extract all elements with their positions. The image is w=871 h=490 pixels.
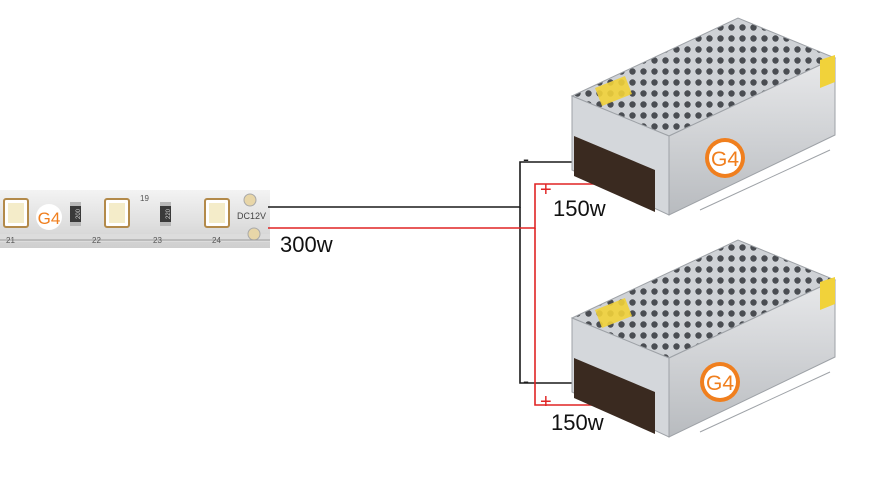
supply-logo: G4 [706,372,734,395]
resistor [160,202,171,226]
supply-1-minus: - [523,149,529,169]
positive-wire [268,183,645,229]
supply-1-power-label: 150w [553,196,606,221]
warning-label [820,277,835,310]
solder-pad [243,193,257,207]
strip-ruler [0,234,270,242]
strip-power-label: 300w [280,232,333,257]
ruler-mark: 24 [212,236,221,245]
led-chip [204,198,230,228]
ruler-mark: 23 [153,236,162,245]
supply-logo: G4 [711,148,739,171]
strip-mark: 19 [140,194,149,203]
warning-label [595,76,632,106]
ruler-mark: 22 [92,236,101,245]
ruler-mark: 21 [6,236,15,245]
warning-label [595,298,632,328]
supply-2-plus: + [540,391,552,413]
resistor-code: 220 [166,208,172,219]
resistor [70,202,81,226]
warning-label [820,55,835,88]
power-supply: G4 [570,17,837,394]
resistor-code: 200 [76,208,82,219]
negative-wire [519,207,585,384]
supply-2-power-label: 150w [551,410,604,435]
solder-pad [247,227,261,241]
strip-voltage: DC12V [237,211,266,221]
strip-logo-badge [36,204,62,230]
led-chip [3,198,29,228]
led-strip: 200 220 19 G4 DC12V 21 22 23 24 [0,190,270,248]
supply-2-minus: - [523,371,529,391]
power-supply: G4 [570,239,837,438]
negative-wire [268,161,585,208]
led-chip [104,198,130,228]
supply-1-plus: + [540,179,552,201]
strip-logo: G4 [38,209,61,228]
terminal-block [574,358,655,434]
